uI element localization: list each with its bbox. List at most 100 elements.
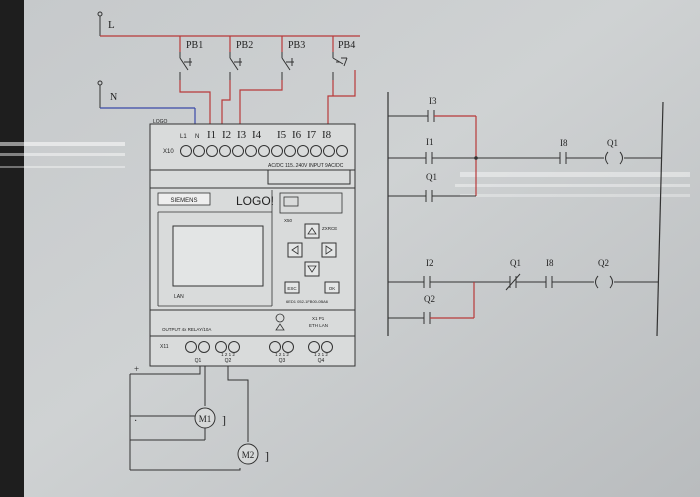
esc-label: ESC bbox=[287, 286, 297, 291]
lcd-display bbox=[172, 225, 264, 287]
q4-terminals: 1 2 1 2 bbox=[314, 352, 328, 357]
warning-triangle-icon bbox=[275, 323, 285, 331]
logo-tag: LOGO bbox=[153, 119, 168, 125]
pb2-to-input-wire bbox=[221, 80, 231, 128]
rung2-q1-nc-label: Q1 bbox=[510, 258, 521, 268]
rung2-q2-branch-label: Q2 bbox=[424, 294, 435, 304]
pb2-label: PB2 bbox=[236, 40, 253, 51]
output-terminals bbox=[185, 341, 333, 353]
pb4-symbol bbox=[332, 52, 348, 80]
input-i1-label: I1 bbox=[207, 129, 216, 141]
eth-label: ETH LAN bbox=[309, 323, 328, 328]
card-slot-area bbox=[279, 192, 343, 214]
ok-label: OK bbox=[329, 286, 336, 291]
input-i6-label: I6 bbox=[292, 129, 302, 141]
rung1-i8-label: I8 bbox=[560, 138, 568, 148]
pb4-label: PB4 bbox=[338, 40, 355, 51]
pb3-symbol bbox=[281, 52, 294, 80]
motor-m2 bbox=[237, 443, 259, 465]
pb1-to-input-wire bbox=[179, 80, 211, 128]
brand-badge bbox=[157, 192, 211, 206]
n-label: N bbox=[110, 92, 117, 103]
rung1-i8-contact bbox=[559, 152, 604, 164]
pushbutton-symbols bbox=[179, 52, 348, 80]
n-terminal-label: N bbox=[195, 134, 199, 140]
input-block-label: X10 bbox=[163, 149, 174, 155]
q2-terminals: 1 2 1 2 bbox=[221, 352, 235, 357]
input-i5-label: I5 bbox=[277, 129, 287, 141]
pb1-symbol bbox=[179, 52, 192, 80]
m2-supply-wire bbox=[130, 468, 241, 471]
rung1-q1-branch-label: Q1 bbox=[426, 172, 437, 182]
voltage-label: AC/DC 115..240V INPUT 9AC/DC bbox=[268, 163, 344, 169]
x30-label: ZXRCE bbox=[322, 226, 337, 231]
positive-mark: + bbox=[134, 364, 139, 374]
key-down-button[interactable] bbox=[304, 261, 320, 277]
input-i8-label: I8 bbox=[322, 129, 332, 141]
x1-label: X1 P1 bbox=[312, 316, 325, 321]
motor-m2-bracket: ] bbox=[265, 449, 269, 463]
dot-mark: · bbox=[134, 416, 137, 427]
left-arrow-icon bbox=[291, 245, 299, 255]
rung2-i8-contact bbox=[545, 276, 594, 288]
l1-terminal-label: L1 bbox=[180, 134, 187, 140]
brand-label: SIEMENS bbox=[170, 198, 197, 204]
order-number: 6ED1 052-1FB00-0BA6 bbox=[286, 299, 329, 304]
status-led-icon bbox=[275, 313, 285, 323]
key-right-button[interactable] bbox=[321, 242, 337, 258]
output-q1-label: Q1 bbox=[195, 358, 202, 364]
q3-terminals: 1 2 1 2 bbox=[275, 352, 289, 357]
rung2-coil-label: Q2 bbox=[598, 258, 609, 268]
pb2-symbol bbox=[229, 52, 242, 80]
rung2-q1-nc-contact bbox=[505, 273, 546, 291]
ladder-diagram: I3 I1 Q1 I8 Q1 bbox=[387, 92, 664, 337]
rung2-i2-label: I2 bbox=[426, 258, 434, 268]
product-name: LOGO! bbox=[236, 194, 274, 208]
rung1-i1-label: I1 bbox=[426, 137, 434, 147]
key-up-button[interactable] bbox=[304, 223, 320, 239]
logo-plc-module: LOGO L1 N I1 I2 I3 I4 I5 I6 I7 I8 X10 AC… bbox=[149, 119, 356, 367]
output-q4-label: Q4 bbox=[318, 358, 325, 364]
motor-m2-label: M2 bbox=[242, 450, 255, 460]
wiring-diagram: L N PB1 PB2 PB3 PB4 bbox=[97, 11, 360, 471]
down-arrow-icon bbox=[307, 265, 317, 273]
output-q2-label: Q2 bbox=[225, 358, 232, 364]
input-i7-label: I7 bbox=[307, 129, 317, 141]
motor-m1-label: M1 bbox=[199, 414, 212, 424]
key-left-button[interactable] bbox=[287, 242, 303, 258]
rung1-q1-contact bbox=[388, 190, 476, 202]
rung1-q1-coil bbox=[605, 151, 661, 165]
output-q3-label: Q3 bbox=[279, 358, 286, 364]
up-arrow-icon bbox=[307, 227, 317, 235]
card-slot-icon bbox=[283, 196, 299, 207]
input-i4-label: I4 bbox=[252, 129, 262, 141]
right-arrow-icon bbox=[325, 245, 333, 255]
pb3-label: PB3 bbox=[288, 40, 305, 51]
pb1-label: PB1 bbox=[186, 40, 203, 51]
right-power-rail bbox=[656, 101, 664, 337]
key-ok-button[interactable] bbox=[324, 281, 340, 294]
left-bezel bbox=[0, 0, 24, 497]
voltage-block bbox=[267, 169, 351, 185]
x50-label: X50 bbox=[284, 218, 293, 223]
pb4-to-input-wire bbox=[327, 70, 356, 128]
screen-surface bbox=[22, 0, 700, 497]
l-label: L bbox=[108, 19, 115, 31]
output-label: OUTPUT 4x RELAY/10A bbox=[162, 327, 211, 332]
rung1-coil-label: Q1 bbox=[607, 138, 618, 148]
rung2-i2-contact bbox=[388, 276, 510, 288]
input-terminals bbox=[180, 145, 348, 157]
rung1-i1-contact bbox=[388, 152, 560, 164]
input-i2-label: I2 bbox=[222, 129, 231, 141]
rung2-q2-coil bbox=[595, 275, 658, 289]
glare-reflection bbox=[0, 142, 690, 197]
pb3-to-input-wire bbox=[239, 80, 283, 128]
motor-m1-bracket: ] bbox=[222, 413, 226, 427]
rung1-i3-label: I3 bbox=[429, 96, 437, 106]
input-i3-label: I3 bbox=[237, 129, 247, 141]
rung2-i8-label: I8 bbox=[546, 258, 554, 268]
lan-label: LAN bbox=[174, 294, 184, 300]
output-block-label: X11 bbox=[160, 344, 169, 350]
key-esc-button[interactable] bbox=[284, 281, 300, 294]
